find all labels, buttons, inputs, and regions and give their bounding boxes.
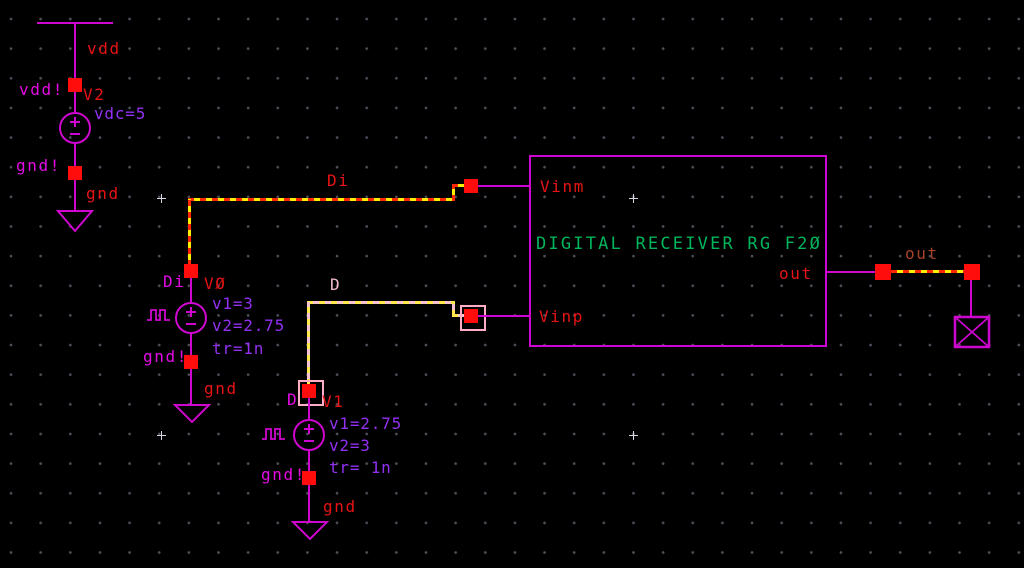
net-di-wire-vertical[interactable] bbox=[188, 199, 191, 266]
grid-cross bbox=[157, 431, 166, 440]
out-right-pin[interactable] bbox=[964, 264, 980, 280]
v2-plus-pin[interactable] bbox=[68, 78, 82, 92]
v2-wire-bottom[interactable] bbox=[74, 143, 76, 166]
v1-property-tr[interactable]: tr= 1n bbox=[329, 458, 392, 477]
v1-pin-selection-highlight bbox=[298, 380, 324, 406]
v2-gnd-global-label[interactable]: gnd! bbox=[16, 156, 61, 175]
v0-minus-pin[interactable] bbox=[184, 355, 198, 369]
receiver-pin-label-vinm[interactable]: Vinm bbox=[540, 177, 585, 196]
v0-gnd-net-label[interactable]: gnd bbox=[204, 379, 238, 398]
net-out-wire-horizontal[interactable] bbox=[891, 270, 965, 273]
v1-property-v2[interactable]: v2=3 bbox=[329, 436, 371, 455]
v0-instance-name[interactable]: VØ bbox=[204, 274, 227, 293]
vinp-stub-wire[interactable] bbox=[478, 315, 529, 317]
vinp-pin-selection-highlight bbox=[460, 305, 486, 331]
v1-property-v1[interactable]: v1=2.75 bbox=[329, 414, 403, 433]
v0-property-tr[interactable]: tr=1n bbox=[212, 339, 265, 358]
v0-net-pin-label[interactable]: Di bbox=[163, 272, 186, 291]
net-d-end-pin[interactable] bbox=[464, 309, 478, 323]
net-d-wire-step-vertical[interactable] bbox=[452, 302, 455, 316]
v1-vpulse-source-symbol[interactable] bbox=[287, 413, 331, 457]
v0-property-v2[interactable]: v2=2.75 bbox=[212, 316, 286, 335]
grid-cross bbox=[629, 194, 638, 203]
net-di-wire-step-vertical[interactable] bbox=[452, 184, 455, 201]
noconn-stem-wire[interactable] bbox=[970, 280, 972, 317]
vdd-net-label[interactable]: vdd bbox=[87, 39, 121, 58]
v1-instance-name[interactable]: V1 bbox=[322, 392, 345, 411]
v0-plus-pin[interactable] bbox=[184, 264, 198, 278]
v2-gnd-wire[interactable] bbox=[74, 180, 76, 211]
v0-gnd-wire[interactable] bbox=[190, 369, 192, 405]
receiver-instance-box[interactable] bbox=[529, 155, 827, 347]
v1-pulse-icon bbox=[262, 428, 285, 440]
v0-wire-bottom[interactable] bbox=[190, 333, 192, 357]
v2-gnd-net-label[interactable]: gnd bbox=[86, 184, 120, 203]
net-di-wire-horizontal[interactable] bbox=[188, 198, 455, 201]
receiver-pin-label-vinp[interactable]: Vinp bbox=[539, 307, 584, 326]
net-out-wire-label[interactable]: out bbox=[905, 244, 939, 263]
grid-cross bbox=[157, 194, 166, 203]
grid-cross bbox=[629, 431, 638, 440]
net-d-wire-horizontal[interactable] bbox=[307, 301, 455, 304]
net-d-wire-vertical[interactable] bbox=[307, 302, 310, 385]
v0-ground-symbol[interactable] bbox=[172, 403, 212, 425]
v0-gnd-global-label[interactable]: gnd! bbox=[143, 347, 188, 366]
vdd-rail-stem[interactable] bbox=[74, 24, 76, 78]
receiver-title[interactable]: DIGITAL RECEIVER RG F2Ø bbox=[536, 234, 823, 254]
vinm-stub-wire[interactable] bbox=[478, 185, 529, 187]
v2-property-vdc[interactable]: vdc=5 bbox=[94, 104, 147, 123]
v0-property-v1[interactable]: v1=3 bbox=[212, 294, 254, 313]
receiver-pin-label-out[interactable]: out bbox=[779, 264, 813, 283]
net-di-wire-step-horizontal[interactable] bbox=[452, 184, 466, 187]
net-di-wire-label[interactable]: Di bbox=[327, 171, 350, 190]
out-stub-wire[interactable] bbox=[825, 271, 876, 273]
net-d-wire-step-horizontal[interactable] bbox=[452, 314, 466, 317]
out-left-pin[interactable] bbox=[875, 264, 891, 280]
v1-gnd-wire[interactable] bbox=[308, 485, 310, 522]
v1-net-pin-label[interactable]: D bbox=[287, 390, 299, 409]
noconn-symbol[interactable] bbox=[953, 315, 992, 350]
v2-ground-symbol[interactable] bbox=[55, 209, 95, 233]
v1-wire-top[interactable] bbox=[308, 398, 310, 419]
v1-plus-pin[interactable] bbox=[302, 384, 316, 398]
vdd-global-label[interactable]: vdd! bbox=[19, 80, 64, 99]
v2-wire-top[interactable] bbox=[74, 92, 76, 114]
net-d-wire-label[interactable]: D bbox=[330, 275, 342, 294]
v0-pulse-icon bbox=[147, 309, 170, 321]
v1-wire-bottom[interactable] bbox=[308, 451, 310, 472]
v1-gnd-net-label[interactable]: gnd bbox=[323, 497, 357, 516]
vdd-rail-bar[interactable] bbox=[37, 22, 113, 24]
v1-gnd-global-label[interactable]: gnd! bbox=[261, 465, 306, 484]
v2-instance-name[interactable]: V2 bbox=[83, 85, 106, 104]
net-di-end-pin[interactable] bbox=[464, 179, 478, 193]
v0-wire-top[interactable] bbox=[190, 278, 192, 304]
v1-ground-symbol[interactable] bbox=[290, 520, 330, 542]
v2-minus-pin[interactable] bbox=[68, 166, 82, 180]
v1-minus-pin[interactable] bbox=[302, 471, 316, 485]
